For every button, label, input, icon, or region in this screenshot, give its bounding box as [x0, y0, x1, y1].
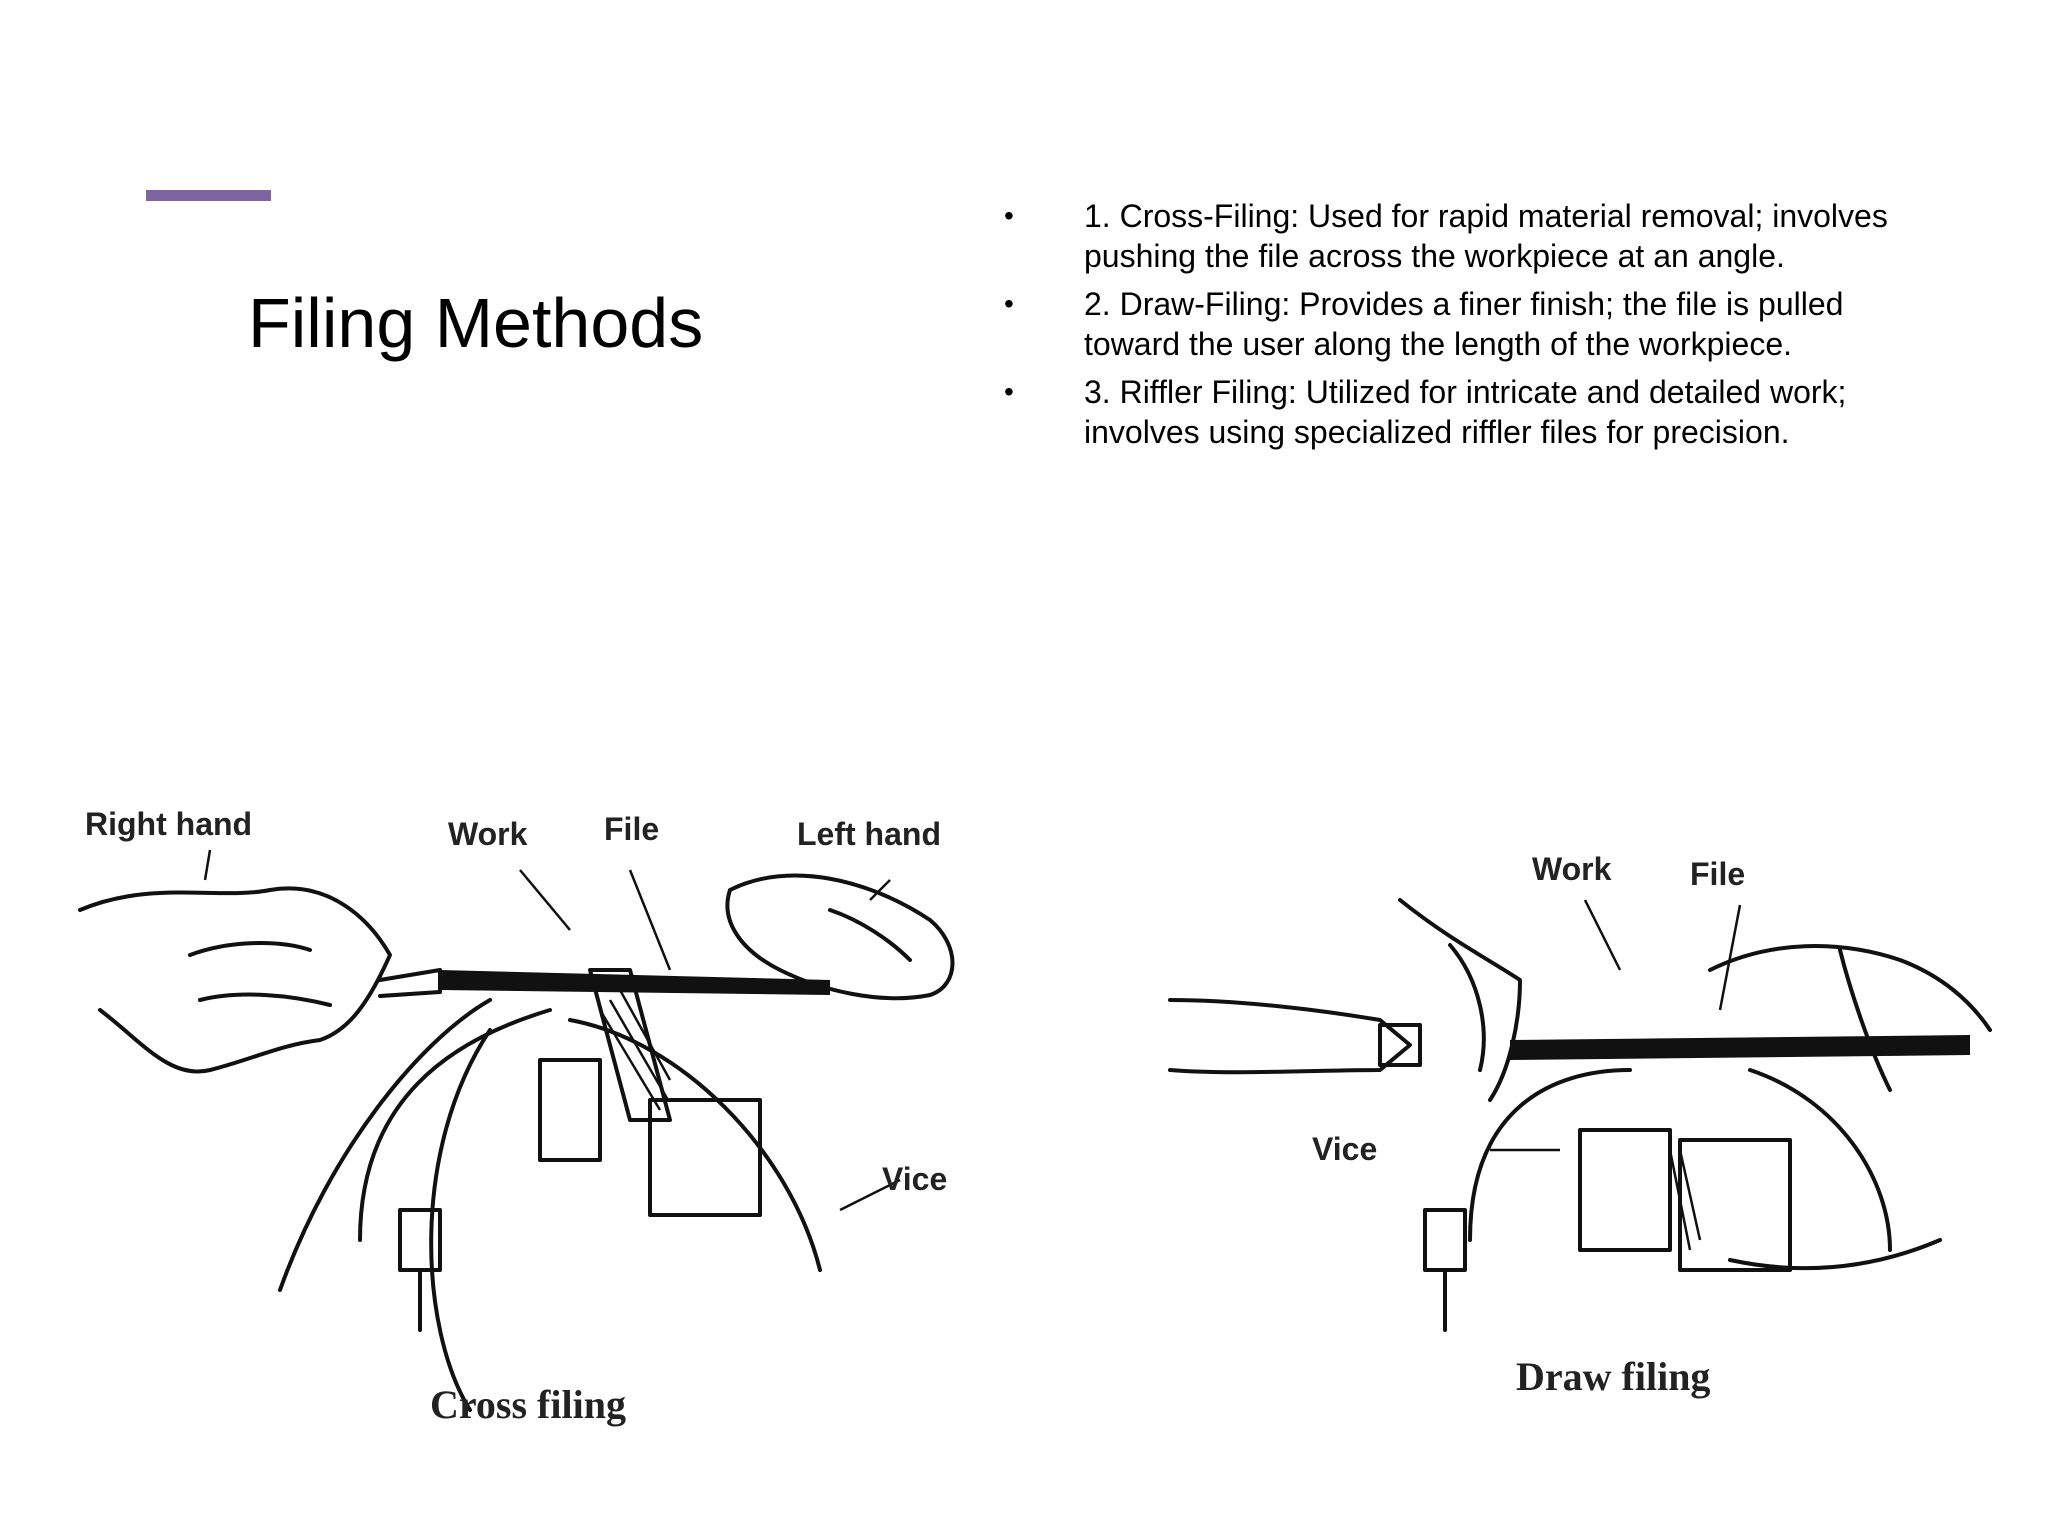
label-work: Work	[448, 816, 528, 852]
bullet-dot: •	[1004, 288, 1014, 319]
label-vice: Vice	[1312, 1131, 1377, 1167]
bullet-text: 3. Riffler Filing: Utilized for intricat…	[1084, 374, 1847, 450]
label-right-hand: Right hand	[85, 806, 252, 842]
cross-filing-drawing: Right hand Work File Left hand Vice Cros…	[78, 806, 955, 1427]
bullet-item: • 1. Cross-Filing: Used for rapid materia…	[1004, 196, 1924, 276]
label-file: File	[1690, 856, 1745, 892]
bullet-dot: •	[1004, 376, 1014, 407]
bullet-text: 2. Draw-Filing: Provides a finer finish;…	[1084, 286, 1844, 362]
title-accent-bar	[146, 190, 271, 201]
bullet-dot: •	[1004, 200, 1014, 231]
cross-filing-caption: Cross filing	[430, 1382, 626, 1427]
bullet-list: • 1. Cross-Filing: Used for rapid materia…	[1004, 196, 1924, 460]
draw-filing-figure: Work File Vice Draw filing	[1150, 770, 2040, 1480]
slide-title: Filing Methods	[248, 284, 704, 362]
draw-filing-caption: Draw filing	[1516, 1354, 1710, 1399]
label-file: File	[604, 811, 659, 847]
bullet-item: • 3. Riffler Filing: Utilized for intrica…	[1004, 372, 1924, 452]
cross-filing-figure: Right hand Work File Left hand Vice Cros…	[30, 770, 1060, 1460]
bullet-item: • 2. Draw-Filing: Provides a finer finish…	[1004, 284, 1924, 364]
label-left-hand: Left hand	[797, 816, 941, 852]
label-vice: Vice	[882, 1161, 947, 1197]
draw-filing-drawing: Work File Vice Draw filing	[1168, 851, 1992, 1399]
bullet-text: 1. Cross-Filing: Used for rapid material…	[1084, 198, 1888, 274]
label-work: Work	[1532, 851, 1612, 887]
